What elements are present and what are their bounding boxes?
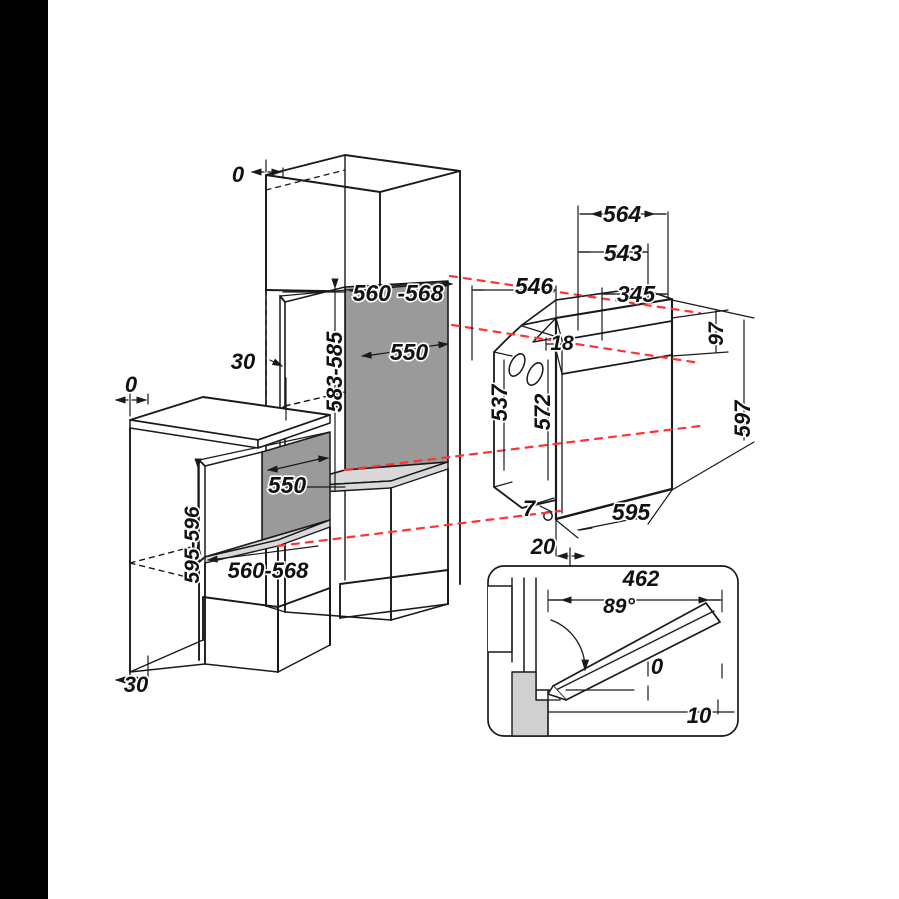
label-base-niche-width: 560-568 [228,558,310,583]
door-detail-inset [487,565,739,737]
label-column-side-clearance: 30 [231,349,256,374]
label-door-top-gap: 0 [651,654,664,679]
projection-lines [276,274,702,548]
label-door-projection: 462 [622,566,660,591]
label-oven-rear-offset: 345 [617,281,657,307]
label-base-niche-depth: 550 [268,472,307,498]
label-oven-front-width: 595 [612,499,652,525]
label-base-top-clearance: 0 [125,372,138,397]
label-oven-body-height: 572 [530,393,555,430]
label-base-floor-clearance: 30 [124,672,149,697]
base-cabinet-unit [129,396,331,683]
dimension-lines [114,159,755,689]
label-column-niche-width: 560 -568 [353,280,444,306]
label-oven-rear-height: 537 [487,383,512,421]
label-column-niche-height: 583-585 [322,331,347,413]
label-door-bottom-gap: 10 [687,703,712,728]
label-door-angle: 89° [603,595,635,618]
tall-column-unit [265,154,461,621]
label-oven-depth-to-back: 546 [515,273,554,299]
label-oven-bottom-offset: 20 [530,534,556,559]
label-column-niche-depth: 550 [390,339,429,365]
label-oven-front-height: 597 [730,399,755,437]
left-black-band [0,0,48,899]
label-oven-top-trim: 18 [550,332,574,355]
label-oven-width-outer: 564 [603,201,642,227]
label-column-top-clearance: 0 [232,162,245,187]
oven-appliance [493,287,674,521]
label-oven-foot-offset: 7 [523,496,537,521]
label-oven-control-panel-height: 97 [705,321,728,346]
label-base-niche-height: 595-596 [181,506,204,583]
dimension-labels: 0 30 560 -568 583-585 550 0 30 595-596 5… [122,160,756,729]
label-oven-width-inner: 543 [604,240,643,266]
